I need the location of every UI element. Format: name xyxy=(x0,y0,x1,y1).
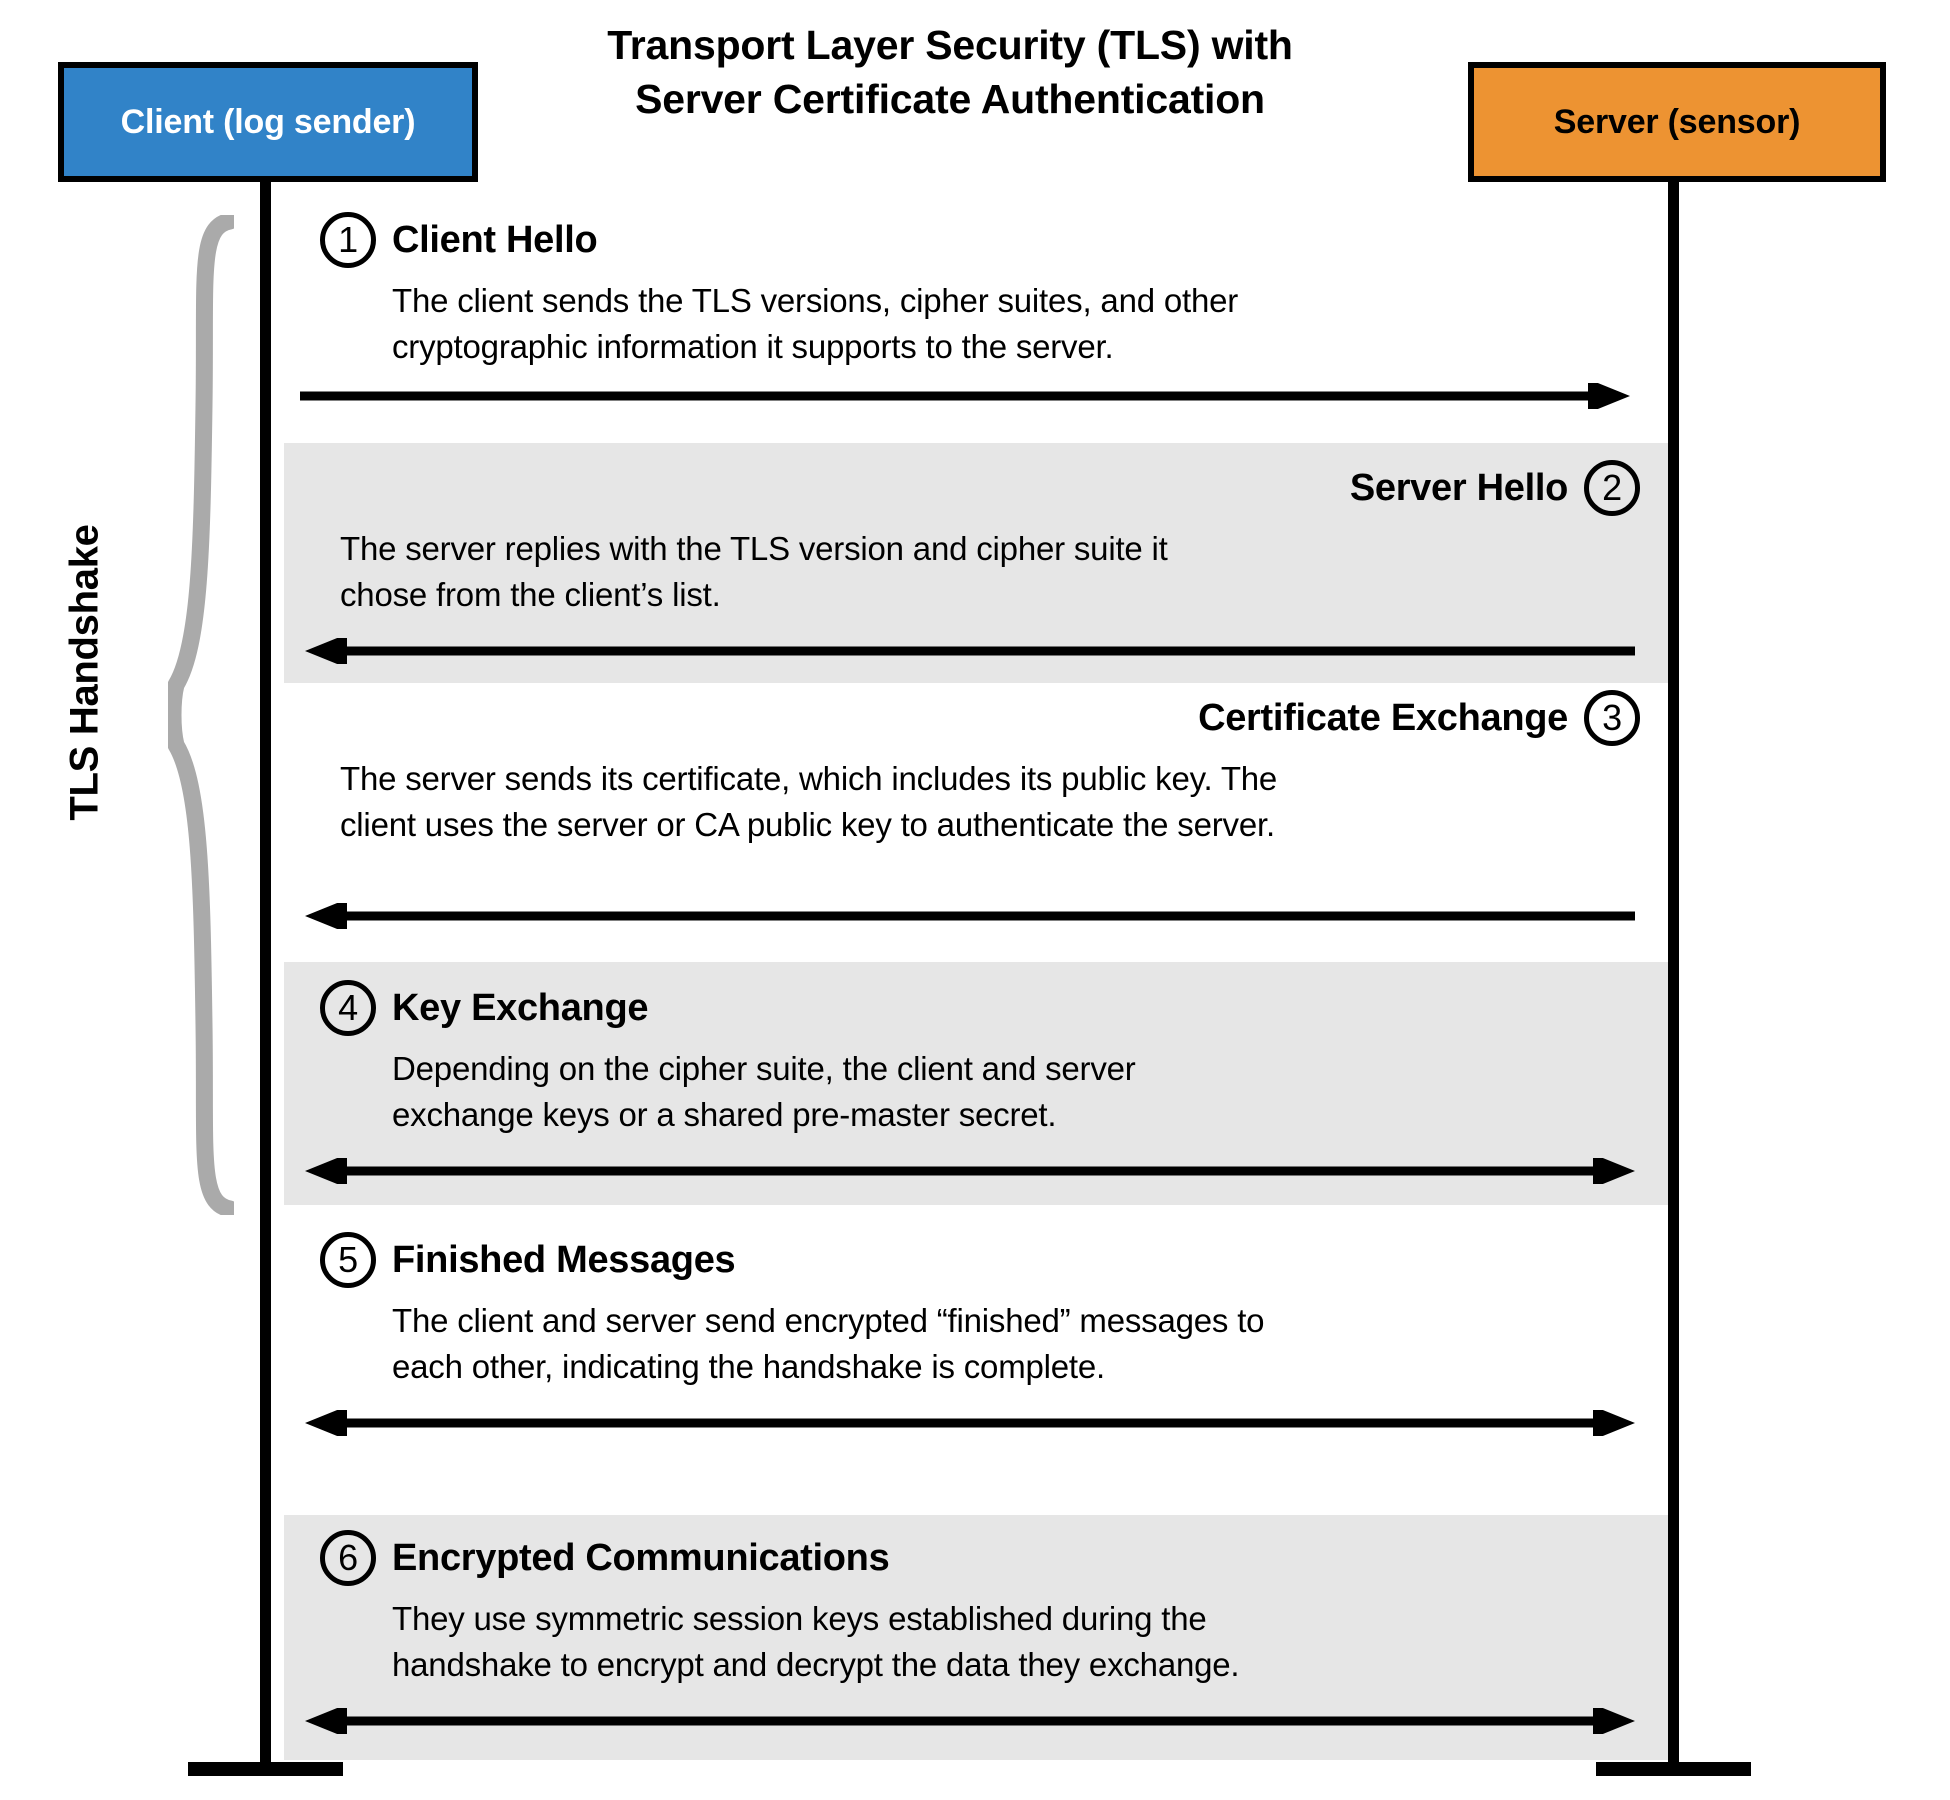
step-5-heading: 5 Finished Messages xyxy=(320,1232,1640,1288)
actor-server-label: Server (sensor) xyxy=(1553,102,1801,141)
step-2-number: 2 xyxy=(1584,460,1640,516)
step-5-arrow-bidirectional xyxy=(305,1410,1635,1436)
actor-server-box[interactable]: Server (sensor) xyxy=(1468,62,1886,182)
step-6-heading: 6 Encrypted Communications xyxy=(320,1530,1640,1586)
page-title-line-1: Transport Layer Security (TLS) with xyxy=(607,22,1293,68)
step-4-arrow-bidirectional xyxy=(305,1158,1635,1184)
band-step-2 xyxy=(284,443,1674,683)
step-1-number: 1 xyxy=(320,212,376,268)
step-2-description: The server replies with the TLS version … xyxy=(340,530,1168,613)
actor-client-label: Client (log sender) xyxy=(120,102,416,141)
page-title-line-2: Server Certificate Authentication xyxy=(635,76,1265,123)
step-3-description: The server sends its certificate, which … xyxy=(340,760,1278,843)
step-4-description: Depending on the cipher suite, the clien… xyxy=(392,1050,1136,1133)
step-2-arrow-left xyxy=(305,638,1635,664)
step-6-arrow-bidirectional xyxy=(305,1708,1635,1734)
step-4-number: 4 xyxy=(320,980,376,1036)
step-3-title: Certificate Exchange xyxy=(1198,696,1568,739)
step-5-number: 5 xyxy=(320,1232,376,1288)
tls-handshake-brace-icon xyxy=(168,215,234,1215)
tls-handshake-label: TLS Handshake xyxy=(62,524,107,821)
step-2-title: Server Hello xyxy=(1349,466,1568,509)
step-6: 6 Encrypted Communications They use symm… xyxy=(320,1530,1640,1687)
actor-client-box[interactable]: Client (log sender) xyxy=(58,62,478,182)
step-3: Certificate Exchange 3 The server sends … xyxy=(340,690,1640,847)
step-4: 4 Key Exchange Depending on the cipher s… xyxy=(320,980,1640,1137)
step-1-heading: 1 Client Hello xyxy=(320,212,1640,268)
step-4-heading: 4 Key Exchange xyxy=(320,980,1640,1036)
step-2-heading: Server Hello 2 xyxy=(340,460,1640,516)
client-lifeline-foot xyxy=(188,1762,343,1776)
server-lifeline-foot xyxy=(1596,1762,1751,1776)
step-1-arrow-right xyxy=(300,383,1630,409)
step-2: Server Hello 2 The server replies with t… xyxy=(340,460,1640,617)
step-1-description: The client sends the TLS versions, ciphe… xyxy=(392,282,1239,365)
client-lifeline xyxy=(260,180,271,1776)
step-6-description: They use symmetric session keys establis… xyxy=(392,1600,1240,1683)
step-3-arrow-left xyxy=(305,903,1635,929)
step-6-number: 6 xyxy=(320,1530,376,1586)
step-5-title: Finished Messages xyxy=(392,1238,736,1281)
step-6-title: Encrypted Communications xyxy=(392,1536,890,1579)
step-5-description: The client and server send encrypted “fi… xyxy=(392,1302,1265,1385)
step-1: 1 Client Hello The client sends the TLS … xyxy=(320,212,1640,369)
server-lifeline xyxy=(1668,180,1679,1776)
step-3-number: 3 xyxy=(1584,690,1640,746)
step-3-heading: Certificate Exchange 3 xyxy=(340,690,1640,746)
step-5: 5 Finished Messages The client and serve… xyxy=(320,1232,1640,1389)
band-step-4 xyxy=(284,962,1674,1205)
step-4-title: Key Exchange xyxy=(392,986,649,1029)
page-title: Transport Layer Security (TLS) with Serv… xyxy=(480,18,1420,126)
step-1-title: Client Hello xyxy=(392,218,598,261)
